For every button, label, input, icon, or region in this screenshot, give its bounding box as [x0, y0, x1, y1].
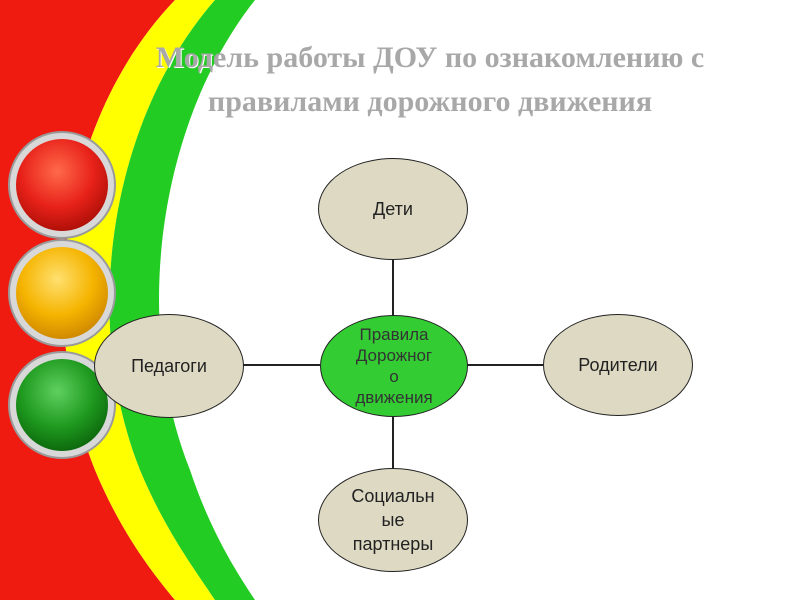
node-center-label: Правила Дорожног о движения	[355, 325, 433, 407]
traffic-light-red-icon	[8, 131, 116, 239]
node-children-label: Дети	[373, 199, 413, 219]
title-line-2: правилами дорожного движения	[207, 85, 653, 118]
node-social-partners-label: Социальн ые партнеры	[351, 486, 435, 554]
traffic-light-yellow-icon	[8, 239, 116, 347]
node-parents-label: Родители	[578, 355, 658, 375]
node-children: Дети	[318, 158, 468, 260]
node-parents: Родители	[543, 314, 693, 416]
title-line-1: Модель работы ДОУ по ознакомлению с	[155, 41, 705, 74]
green-stripe	[109, 0, 255, 600]
traffic-light-green-icon	[8, 351, 116, 459]
node-teachers-label: Педагоги	[131, 356, 207, 376]
node-traffic-rules-center: Правила Дорожног о движения	[320, 315, 468, 417]
node-social-partners: Социальн ые партнеры	[318, 468, 468, 572]
page-title: Модель работы ДОУ по ознакомлению с прав…	[60, 36, 800, 124]
node-teachers: Педагоги	[94, 314, 244, 418]
